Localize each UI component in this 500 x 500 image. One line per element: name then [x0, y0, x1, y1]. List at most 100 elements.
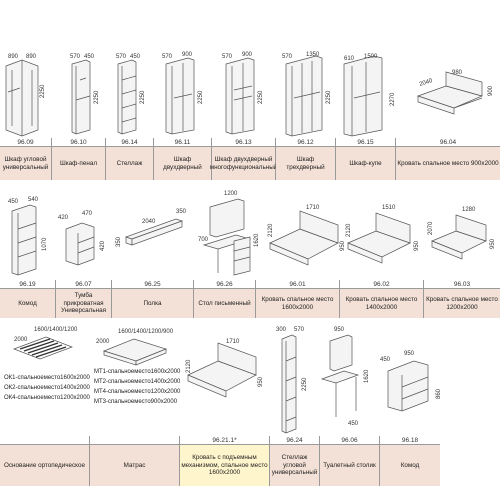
- item-code: 96.19: [0, 280, 55, 289]
- item-label: Шкаф-купе: [336, 147, 395, 180]
- item-label: Стеллаж угловой универсальный: [270, 445, 319, 486]
- row2-dimensions: 450 540 1070 420 470 420 2040 350 350 12…: [8, 191, 496, 251]
- dim-96-03-width: 1280: [462, 207, 476, 213]
- corner-wardrobe-drawing: [5, 59, 39, 137]
- option-ok1: ОК1-спальноеместо1600x2000: [4, 375, 91, 381]
- dim-96-11-width: 900: [182, 52, 193, 58]
- item-label: Шкаф двухдверный многофункциональный: [210, 147, 277, 180]
- item-label: Шкаф угловой универсальный: [0, 147, 51, 180]
- item-code: 96.06: [320, 436, 379, 445]
- row3-drawings: 2000 1600/1400/1200 1600/1400/1200/900 2…: [4, 327, 442, 434]
- dim-96-02-height: 950: [414, 240, 420, 251]
- item-code: 96.04: [396, 138, 500, 147]
- dim-96-18-height: 860: [436, 388, 442, 399]
- dim-96-14-depth: 570: [116, 54, 127, 60]
- corner-shelf-drawing: [281, 334, 297, 434]
- dim-96-21-1-width: 1710: [226, 339, 240, 345]
- item-code: 96.24: [270, 436, 319, 445]
- dim-96-12-depth: 570: [282, 54, 293, 60]
- item-code: 96.02: [340, 280, 423, 289]
- mattress-options-list: МТ1-спальноеместо1600x2000 МТ2-спальноем…: [94, 369, 181, 405]
- dim-96-06-height: 1620: [364, 369, 370, 383]
- item-code: 96.18: [380, 436, 440, 445]
- dim-96-04-height: 900: [488, 85, 494, 96]
- multifunction-wardrobe-drawing: [225, 57, 255, 135]
- shelf-unit-drawing: [117, 59, 137, 135]
- item-label: Кровать спальное место 1400x2000: [340, 289, 423, 318]
- item-orthopedic-base: Основание ортопедическое: [0, 436, 90, 486]
- dim-96-15-depth: 610: [344, 56, 355, 62]
- item-code: 96.11: [154, 138, 211, 147]
- row-bases-accessories: 2000 1600/1400/1200 1600/1400/1200/900 2…: [0, 321, 500, 500]
- dim-96-26-height: 1620: [254, 233, 260, 247]
- pencil-case-drawing: [71, 59, 91, 135]
- double-bed-1600-drawing: [269, 210, 339, 266]
- dim-96-01-length: 2120: [268, 223, 274, 237]
- dim-96-25-length: 2040: [142, 219, 156, 225]
- dim-96-11-height: 2250: [198, 90, 204, 104]
- item-code: 96.14: [106, 138, 153, 147]
- row-dressers-beds: 450 540 1070 420 470 420 2040 350 350 12…: [0, 185, 500, 321]
- dim-96-13-height: 2250: [258, 90, 264, 104]
- double-bed-1400-drawing: [347, 212, 411, 264]
- item-code: 96.09: [0, 138, 51, 147]
- item-96-21-1: 96.21.1*Кровать с подъемным механизмом, …: [180, 436, 270, 486]
- item-code: 96.10: [52, 138, 105, 147]
- item-label: Шкаф двухдверный: [154, 147, 211, 180]
- dim-96-21-1-length: 2120: [186, 359, 192, 373]
- item-label: Комод: [380, 445, 440, 486]
- item-code: [90, 436, 179, 445]
- item-label: Кровать с подъемным механизмом, спальное…: [180, 445, 269, 486]
- item-code: 96.26: [194, 280, 255, 289]
- row1-drawings: 890 890 2250 570 450 2250 570 450 2250 5…: [5, 52, 494, 137]
- nightstand-drawing: [65, 222, 95, 266]
- dim-mattress-length: 2000: [96, 339, 110, 345]
- dim-96-06-depth: 450: [348, 421, 359, 427]
- vanity-table-drawing: [320, 334, 360, 417]
- item-code: 96.13: [212, 138, 275, 147]
- dim-96-14-width: 450: [130, 54, 141, 60]
- dim-96-07-width: 470: [82, 211, 93, 217]
- dim-96-09-height: 2250: [40, 84, 46, 98]
- dim-96-12-width: 1350: [306, 52, 320, 58]
- dim-96-10-width: 450: [84, 54, 95, 60]
- dim-96-04-width: 980: [452, 70, 463, 76]
- item-code: 96.07: [56, 280, 111, 289]
- dim-96-24-width: 570: [294, 327, 305, 333]
- item-label: Матрас: [90, 445, 179, 486]
- row3-label-band: Основание ортопедическое Матрас 96.21.1*…: [0, 436, 500, 486]
- item-code: 96.12: [276, 138, 335, 147]
- bed-1200-drawing: [431, 214, 487, 260]
- dim-96-15-height: 2270: [390, 92, 396, 106]
- row1-dimensions: 890 890 2250 570 450 2250 570 450 2250 5…: [8, 52, 494, 106]
- dim-96-24-depth: 300: [276, 327, 287, 333]
- item-code: [0, 436, 89, 445]
- option-ok2: ОК2-спальноеместо1400x2000: [4, 385, 91, 391]
- dim-96-01-width: 1710: [306, 205, 320, 211]
- dim-96-24-height: 2250: [302, 377, 308, 391]
- dim-96-01-height: 950: [340, 240, 346, 251]
- dim-96-06-width: 950: [334, 327, 345, 333]
- dim-96-07-height: 420: [100, 240, 106, 251]
- item-label: Полка: [112, 289, 193, 318]
- dim-96-14-height: 2250: [140, 90, 146, 104]
- item-label: Кровать спальное место 1600x2000: [256, 289, 339, 318]
- dim-96-13-depth: 570: [222, 54, 233, 60]
- dim-96-26-width: 1200: [224, 191, 238, 197]
- dim-96-10-height: 2250: [94, 90, 100, 104]
